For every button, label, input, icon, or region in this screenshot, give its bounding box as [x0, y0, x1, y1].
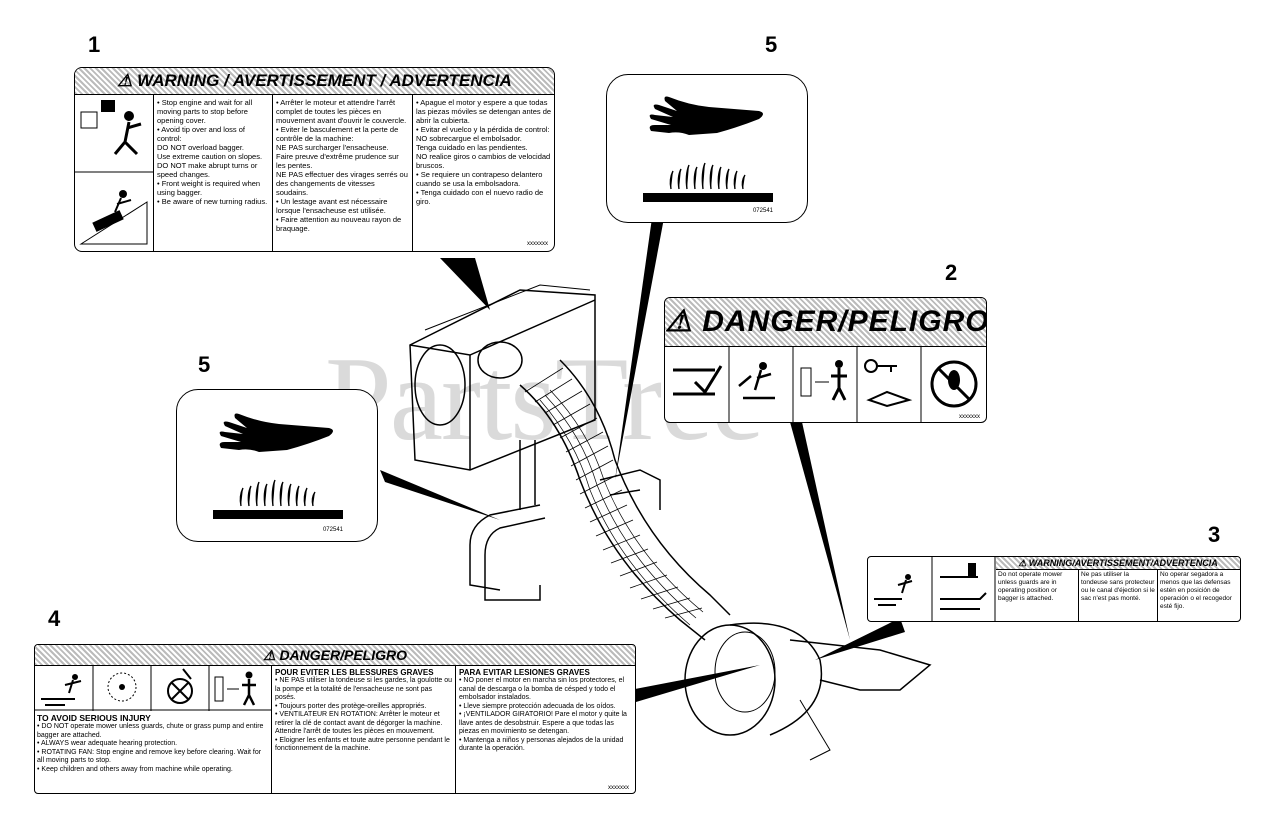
- warning-triangle-icon: ⚠: [262, 647, 280, 663]
- decal-4-spanish-title: PARA EVITAR LESIONES GRAVES: [459, 668, 590, 677]
- bystander-distance-icon: [214, 671, 256, 706]
- decal-3-icon-panel: [874, 557, 996, 621]
- decal-3-header: ⚠ WARNING/AVERTISSEMENT/ADVERTENCIA: [996, 557, 1240, 570]
- decal-1-spanish-text: • Apague el motor y espere a que todas l…: [416, 98, 552, 206]
- decal-5-left: 072541: [176, 389, 378, 542]
- decal-4-french-title: POUR EVITER LES BLESSURES GRAVES: [275, 668, 434, 677]
- mower-on-slope-icon: [79, 190, 148, 245]
- decal-4-english-block: TO AVOID SERIOUS INJURY • DO NOT operate…: [37, 713, 267, 774]
- warning-triangle-icon: ⚠: [665, 305, 703, 338]
- decal-4-code: xxxxxxx: [608, 785, 629, 791]
- decal-1-english-text: • Stop engine and wait for all moving pa…: [157, 98, 268, 206]
- decal-4-french-text: • NE PAS utiliser la tondeuse si les gar…: [275, 677, 453, 752]
- decal-1-french-text: • Arrêter le moteur et attendre l'arrêt …: [276, 98, 408, 233]
- decal-1-header: ⚠ WARNING / AVERTISSEMENT / ADVERTENCIA: [75, 68, 554, 95]
- decal-1-code: xxxxxxx: [527, 241, 548, 247]
- decal-3-english-text: Do not operate mower unless guards are i…: [998, 571, 1063, 602]
- chute-guard-icon: [940, 563, 987, 610]
- decal-3-warning: ⚠ WARNING/AVERTISSEMENT/ADVERTENCIA Do n…: [867, 556, 1241, 622]
- decal-1-warning: ⚠ WARNING / AVERTISSEMENT / ADVERTENCIA …: [74, 67, 555, 252]
- callout-5a: 5: [765, 32, 778, 57]
- decal-4-header: ⚠ DANGER/PELIGRO: [35, 645, 635, 666]
- decal-2-header: ⚠ DANGER/PELIGRO: [665, 298, 986, 347]
- decal-4-spanish-text: • NO poner el motor en marcha sin los pr…: [459, 677, 627, 752]
- decal-2-code: xxxxxxx: [959, 414, 980, 420]
- callout-1: 1: [88, 32, 101, 57]
- hand-fan-icon: [167, 668, 193, 704]
- remove-key-read-manual-icon: [864, 359, 913, 408]
- decal-1-icon-column: [75, 94, 154, 251]
- decal-4-english-title: TO AVOID SERIOUS INJURY: [37, 713, 151, 723]
- warning-triangle-icon: ⚠: [1018, 558, 1029, 568]
- decal-4-icon-row: [35, 665, 271, 711]
- decal-3-spanish-text: No operar segadora a menos que las defen…: [1160, 571, 1232, 610]
- decal-2-danger: ⚠ DANGER/PELIGRO xxxxxxx: [664, 297, 987, 423]
- hand-blade-hazard-icon: [643, 96, 773, 202]
- thrown-objects-icon: [738, 362, 775, 400]
- decal-2-icon-row: [673, 346, 978, 422]
- decal-5-top: 072541: [606, 74, 808, 223]
- decal-4-english-text: • DO NOT operate mower unless guards, ch…: [37, 723, 264, 773]
- blade-cut-icon: [673, 365, 723, 396]
- decal-5-left-code: 072541: [322, 527, 343, 533]
- thrown-objects-icon: [41, 674, 82, 706]
- operator-open-cover-icon: [75, 100, 153, 245]
- callout-4: 4: [48, 606, 61, 631]
- decal-3-french-text: Ne pas utiliser la tondeuse sans protect…: [1081, 571, 1155, 602]
- decal-5-top-code: 072541: [752, 208, 773, 214]
- rotating-fan-icon: [107, 672, 137, 702]
- callout-5b: 5: [198, 352, 211, 377]
- decal-4-spanish-block: PARA EVITAR LESIONES GRAVES • NO poner e…: [459, 668, 633, 754]
- warning-triangle-icon: ⚠: [117, 71, 138, 90]
- bystander-distance-icon: [800, 360, 847, 401]
- thrown-objects-icon: [874, 574, 913, 606]
- decal-4-danger: ⚠ DANGER/PELIGRO TO AVOID SERIOUS INJURY…: [34, 644, 636, 794]
- callout-2: 2: [945, 260, 958, 285]
- callout-3: 3: [1208, 522, 1221, 547]
- decal-4-french-block: POUR EVITER LES BLESSURES GRAVES • NE PA…: [275, 668, 453, 754]
- no-foot-icon: [930, 360, 978, 408]
- hand-blade-hazard-icon: [213, 413, 343, 519]
